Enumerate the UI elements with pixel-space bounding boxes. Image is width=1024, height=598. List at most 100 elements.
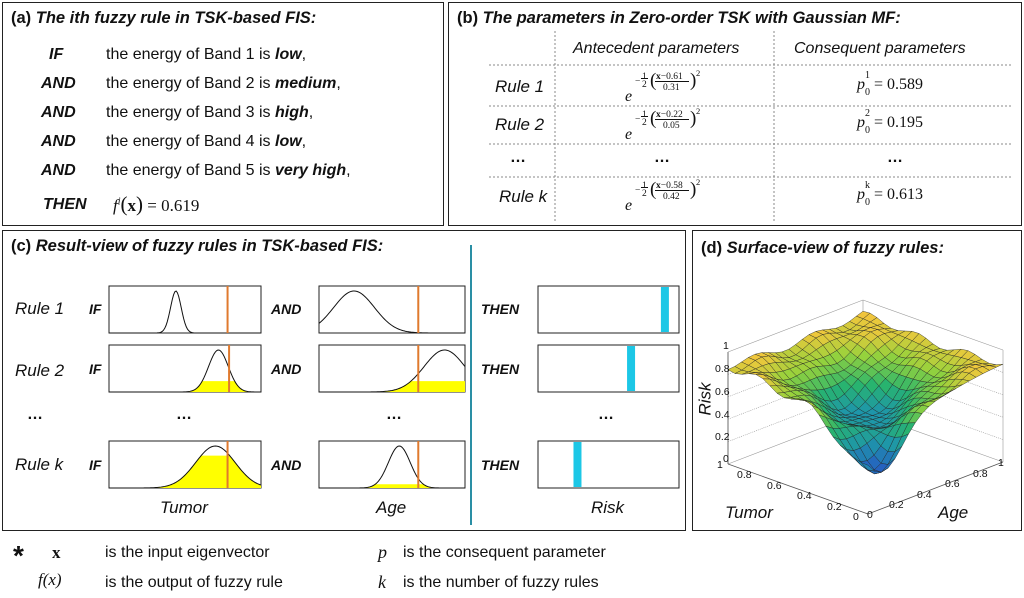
panel-a-title: (a) The ith fuzzy rule in TSK-based FIS: bbox=[11, 9, 317, 27]
rule-2-antecedent: e − 1 2 ( x−0.22 0.05 ) 2 bbox=[625, 106, 701, 143]
then-keyword: THEN bbox=[43, 196, 87, 213]
mf-curve-age-k bbox=[319, 445, 465, 489]
z-tick-0: 0 bbox=[723, 453, 729, 465]
rv-dots-risk: … bbox=[598, 406, 615, 423]
rule-line-1-keyword: IF bbox=[49, 46, 64, 63]
rule-line-5: the energy of Band 5 is very high, bbox=[106, 162, 351, 179]
panel-d: (d) Surface-view of fuzzy rules: Risk Tu… bbox=[692, 230, 1022, 531]
mf-curve-tumor-1 bbox=[109, 290, 261, 334]
tumor-tick-0-6: 0.6 bbox=[767, 480, 782, 492]
z-tick-1: 1 bbox=[723, 340, 729, 352]
rv-dots-age: … bbox=[386, 406, 403, 423]
surface-faces bbox=[727, 310, 1004, 475]
parameter-table-lines bbox=[489, 31, 1011, 221]
tumor-tick-1: 1 bbox=[717, 459, 723, 471]
rule-k-name: Rule k bbox=[499, 187, 548, 206]
header-consequent: Consequent parameters bbox=[794, 40, 966, 57]
result-view-plots bbox=[108, 245, 680, 525]
surface-axis-0 bbox=[727, 463, 869, 515]
x-axis-label-tumor: Tumor bbox=[725, 503, 773, 522]
panel-b: (b) The parameters in Zero-order TSK wit… bbox=[448, 2, 1022, 226]
panel-c: (c) Result-view of fuzzy rules in TSK-ba… bbox=[2, 230, 686, 531]
legend-symbol-p: p bbox=[378, 542, 387, 562]
age-tick-1: 1 bbox=[998, 457, 1004, 469]
tumor-tick-0-2: 0.2 bbox=[827, 501, 842, 513]
mf-fill-tumor-k bbox=[109, 455, 261, 488]
rv-rule-2-label: Rule 2 bbox=[15, 361, 65, 380]
legend-symbol-x: x bbox=[52, 543, 61, 562]
age-tick-0-4: 0.4 bbox=[917, 489, 932, 501]
legend-text-p: is the consequent parameter bbox=[403, 544, 606, 561]
age-tick-0-6: 0.6 bbox=[945, 478, 960, 490]
mf-curve-tumor-k bbox=[109, 445, 262, 489]
rule-1-name: Rule 1 bbox=[495, 77, 545, 96]
rule-line-4-keyword: AND bbox=[41, 133, 76, 150]
tumor-tick-0-8: 0.8 bbox=[737, 469, 752, 481]
axis-label-tumor: Tumor bbox=[160, 498, 208, 517]
rule-k-antecedent: e − 1 2 ( x−0.58 0.42 ) 2 bbox=[625, 177, 701, 214]
surface-axis-1 bbox=[867, 461, 1004, 515]
rv-dots-rule: … bbox=[27, 406, 44, 423]
rule-line-3-keyword: AND bbox=[41, 104, 76, 121]
rv-and-1: AND bbox=[271, 301, 302, 317]
risk-bar-1 bbox=[660, 287, 669, 332]
z-tick-0-2: 0.2 bbox=[715, 431, 730, 443]
rv-then-k: THEN bbox=[481, 457, 520, 473]
z-tick-0-6: 0.6 bbox=[715, 386, 730, 398]
mf-curve-age-1 bbox=[318, 290, 465, 334]
rule-line-2: the energy of Band 2 is medium, bbox=[106, 75, 341, 92]
risk-bar-2 bbox=[627, 346, 636, 391]
rv-and-2: AND bbox=[271, 361, 302, 377]
rv-rule-k-label: Rule k bbox=[15, 455, 64, 474]
mf-overlays bbox=[109, 286, 669, 489]
table-dots-name: … bbox=[510, 149, 527, 166]
z-axis-label: Risk bbox=[695, 382, 715, 416]
axis-label-age: Age bbox=[376, 498, 407, 517]
surface-frame-6 bbox=[862, 299, 1004, 351]
mf-fill-age-2 bbox=[319, 381, 465, 392]
legend-text-fx: is the output of fuzzy rule bbox=[105, 574, 283, 591]
risk-box-2 bbox=[537, 344, 680, 393]
mf-box-age-k bbox=[318, 440, 466, 489]
rv-dots-tumor: … bbox=[176, 406, 193, 423]
age-tick-0-2: 0.2 bbox=[889, 499, 904, 511]
axis-label-risk: Risk bbox=[591, 498, 625, 517]
panel-d-title: (d) Surface-view of fuzzy rules: bbox=[701, 239, 944, 257]
header-antecedent: Antecedent parameters bbox=[573, 40, 740, 57]
rule-2-name: Rule 2 bbox=[495, 115, 545, 134]
mf-box-tumor-2 bbox=[108, 344, 262, 393]
rule-output: fi(x) = 0.619 bbox=[113, 192, 200, 216]
rule-line-3: the energy of Band 3 is high, bbox=[106, 104, 314, 121]
panel-b-title: (b) The parameters in Zero-order TSK wit… bbox=[457, 9, 901, 27]
tumor-tick-0-4: 0.4 bbox=[797, 490, 812, 502]
mf-curve-tumor-2 bbox=[109, 349, 262, 393]
y-axis-label-age: Age bbox=[938, 503, 969, 522]
z-tick-0-8: 0.8 bbox=[715, 363, 730, 375]
rule-line-4: the energy of Band 4 is low, bbox=[106, 133, 307, 150]
z-tick-0-4: 0.4 bbox=[715, 409, 730, 421]
mf-fill-tumor-2 bbox=[109, 381, 261, 392]
rule-1-antecedent: e − 1 2 ( x−0.61 0.31 ) 2 bbox=[625, 68, 701, 105]
rv-rule-1-label: Rule 1 bbox=[15, 299, 65, 318]
risk-box-1 bbox=[537, 285, 680, 334]
surface-frame-5 bbox=[727, 299, 864, 353]
table-dots-consequent: … bbox=[887, 149, 904, 166]
rv-then-1: THEN bbox=[481, 301, 520, 317]
risk-bar-k bbox=[573, 442, 582, 487]
rv-if-k: IF bbox=[89, 457, 102, 473]
rule-line-5-keyword: AND bbox=[41, 162, 76, 179]
legend-symbol-k: k bbox=[378, 572, 386, 592]
legend-text-k: is the number of fuzzy rules bbox=[403, 574, 599, 591]
risk-box-k bbox=[537, 440, 680, 489]
rv-then-2: THEN bbox=[481, 361, 520, 377]
surface-plot bbox=[727, 299, 1004, 515]
age-tick-0: 0 bbox=[867, 509, 873, 521]
rv-and-k: AND bbox=[271, 457, 302, 473]
legend-star: * bbox=[13, 540, 24, 571]
mf-curve-age-2 bbox=[319, 349, 466, 393]
surface-patch-0-0 bbox=[860, 462, 876, 472]
rv-if-1: IF bbox=[89, 301, 102, 317]
